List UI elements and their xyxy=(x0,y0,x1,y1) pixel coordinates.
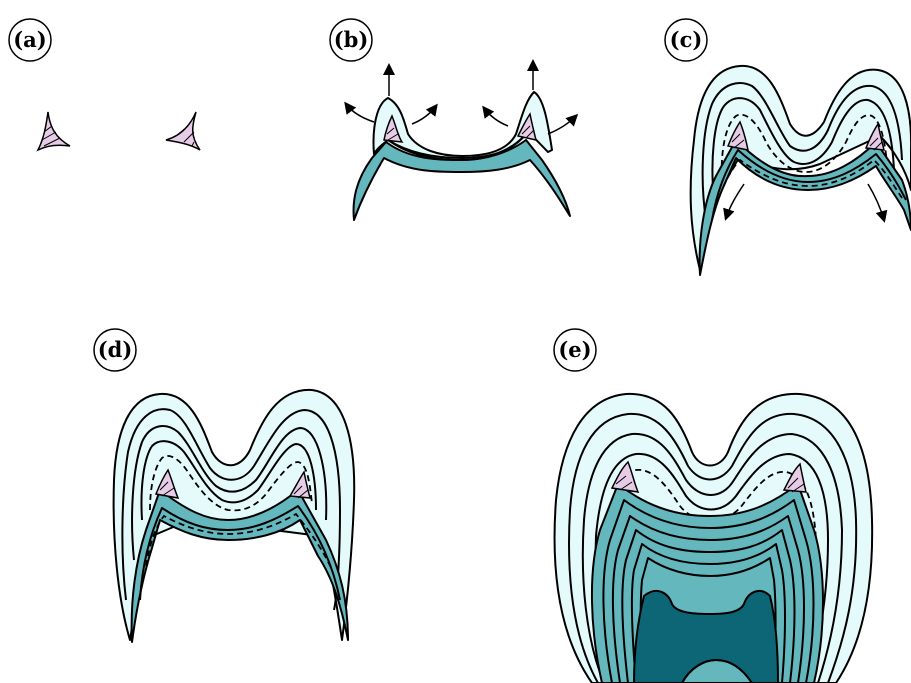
panel-d-enamel-outer xyxy=(114,390,355,640)
panel-e-label: (e) xyxy=(558,337,591,362)
panel-d-label: (d) xyxy=(98,337,133,362)
enamel-knot-right xyxy=(166,112,200,150)
panel-c-label: (c) xyxy=(670,27,703,52)
panel-a: (a) xyxy=(9,19,200,150)
panel-e: (e) xyxy=(554,329,872,683)
panel-b: (b) xyxy=(330,19,576,220)
enamel-knot-left xyxy=(38,112,70,150)
panel-b-dentin xyxy=(354,140,570,220)
panel-c: (c) xyxy=(665,19,911,275)
panel-b-label: (b) xyxy=(334,27,369,52)
panel-d: (d) xyxy=(94,329,354,642)
panel-a-label: (a) xyxy=(13,27,46,52)
